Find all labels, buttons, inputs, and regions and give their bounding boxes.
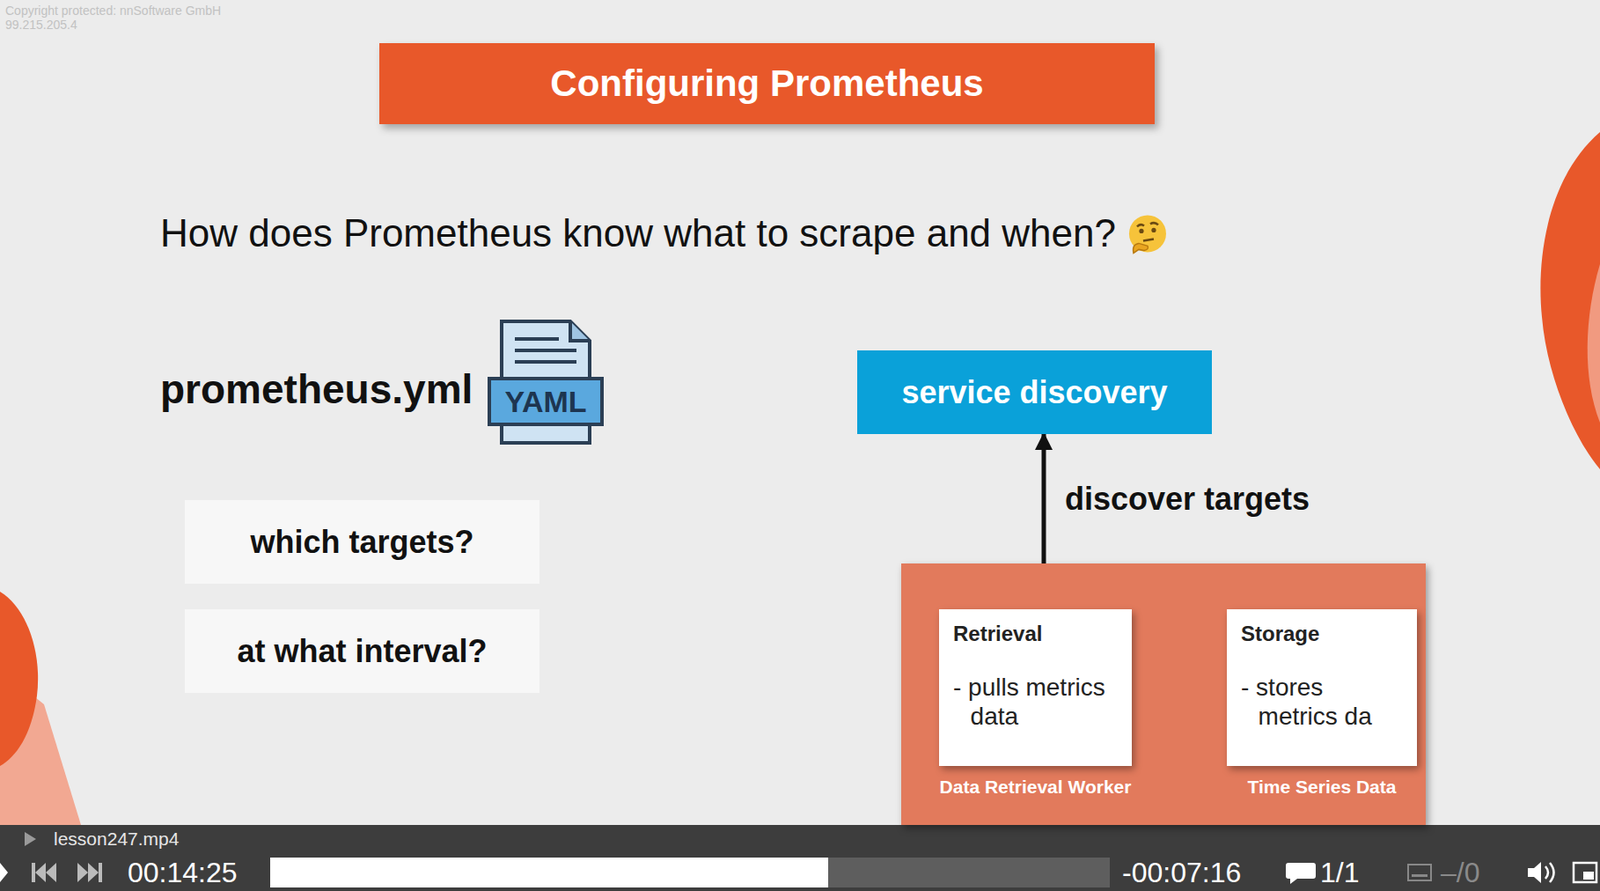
watermark: 99.215.205.4 (5, 17, 78, 33)
question-box: which targets? (184, 499, 540, 584)
card-caption: Time Series Data (1247, 776, 1397, 798)
server-box: Retrieval - pulls metrics dataData Retrie… (901, 563, 1426, 825)
elapsed-time: 00:14:25 (127, 855, 238, 889)
card-body: - pulls metrics data (953, 672, 1123, 732)
subtitle-icon (1408, 864, 1432, 881)
icon-label: YAML (489, 378, 602, 425)
file-line (514, 348, 577, 353)
progress-remaining (828, 857, 1110, 888)
decor-blob (1540, 132, 1600, 470)
question-text: How does Prometheus know what to scrape … (160, 210, 1116, 257)
next-icon (77, 862, 89, 882)
play-icon (24, 831, 37, 846)
prev-icon (35, 862, 46, 882)
emoji-mouth (1143, 238, 1154, 241)
title-bar (379, 43, 1155, 125)
component-card: Retrieval- pulls metrics dataData Retrie… (939, 609, 1132, 766)
subtitle-icon (1411, 873, 1428, 877)
comment-count: 1/1 (1320, 855, 1359, 889)
play-icon (0, 862, 8, 882)
card-body: - stores metrics da (1240, 672, 1409, 732)
window-icon (1573, 862, 1597, 882)
comment-icon (1285, 862, 1316, 884)
file-line (514, 337, 559, 341)
title-text: Configuring Prometheus (379, 43, 1155, 125)
edge-label: discover targets (1064, 479, 1310, 518)
volume-icon (1527, 861, 1542, 883)
yaml-band (489, 378, 602, 425)
card-caption: Data Retrieval Worker (939, 776, 1132, 798)
next-icon (88, 862, 99, 882)
emoji-brow (1150, 222, 1159, 225)
emoji-brow (1137, 224, 1145, 227)
component-card: Storage- stores metrics daTime Series Da… (1226, 609, 1417, 766)
emoji-face (1129, 214, 1167, 252)
emoji-eye (1138, 228, 1144, 234)
file-corner (570, 321, 590, 341)
prev-icon (45, 862, 57, 882)
connector-arrow (1042, 433, 1047, 564)
decor-blob (0, 591, 38, 766)
question-box: at what interval? (184, 609, 540, 693)
window-icon (1583, 871, 1594, 880)
box-label: service discovery (901, 374, 1167, 411)
emoji-eye (1151, 227, 1156, 233)
decor-blob (1587, 264, 1600, 423)
file-line (514, 359, 577, 364)
watermark: Copyright protected: nnSoftware GmbH (5, 3, 221, 19)
box-label: at what interval? (236, 632, 487, 669)
thinking-emoji (1129, 214, 1167, 253)
player-bar (0, 824, 1600, 891)
volume-icon (1549, 862, 1555, 882)
subtitle-count: –/0 (1440, 855, 1480, 889)
box-label: which targets? (249, 523, 474, 560)
volume-icon (1545, 866, 1549, 879)
service-box: service discovery (857, 350, 1212, 434)
card-heading: Storage (1240, 621, 1409, 646)
remaining-time: -00:07:16 (1122, 855, 1241, 889)
next-icon (98, 862, 103, 882)
file-name: prometheus.yml (160, 365, 473, 414)
emoji-hand (1133, 242, 1149, 253)
card-heading: Retrieval (953, 621, 1123, 646)
file-title: lesson247.mp4 (53, 827, 179, 850)
prev-icon (31, 862, 36, 882)
progress-played (270, 857, 829, 888)
